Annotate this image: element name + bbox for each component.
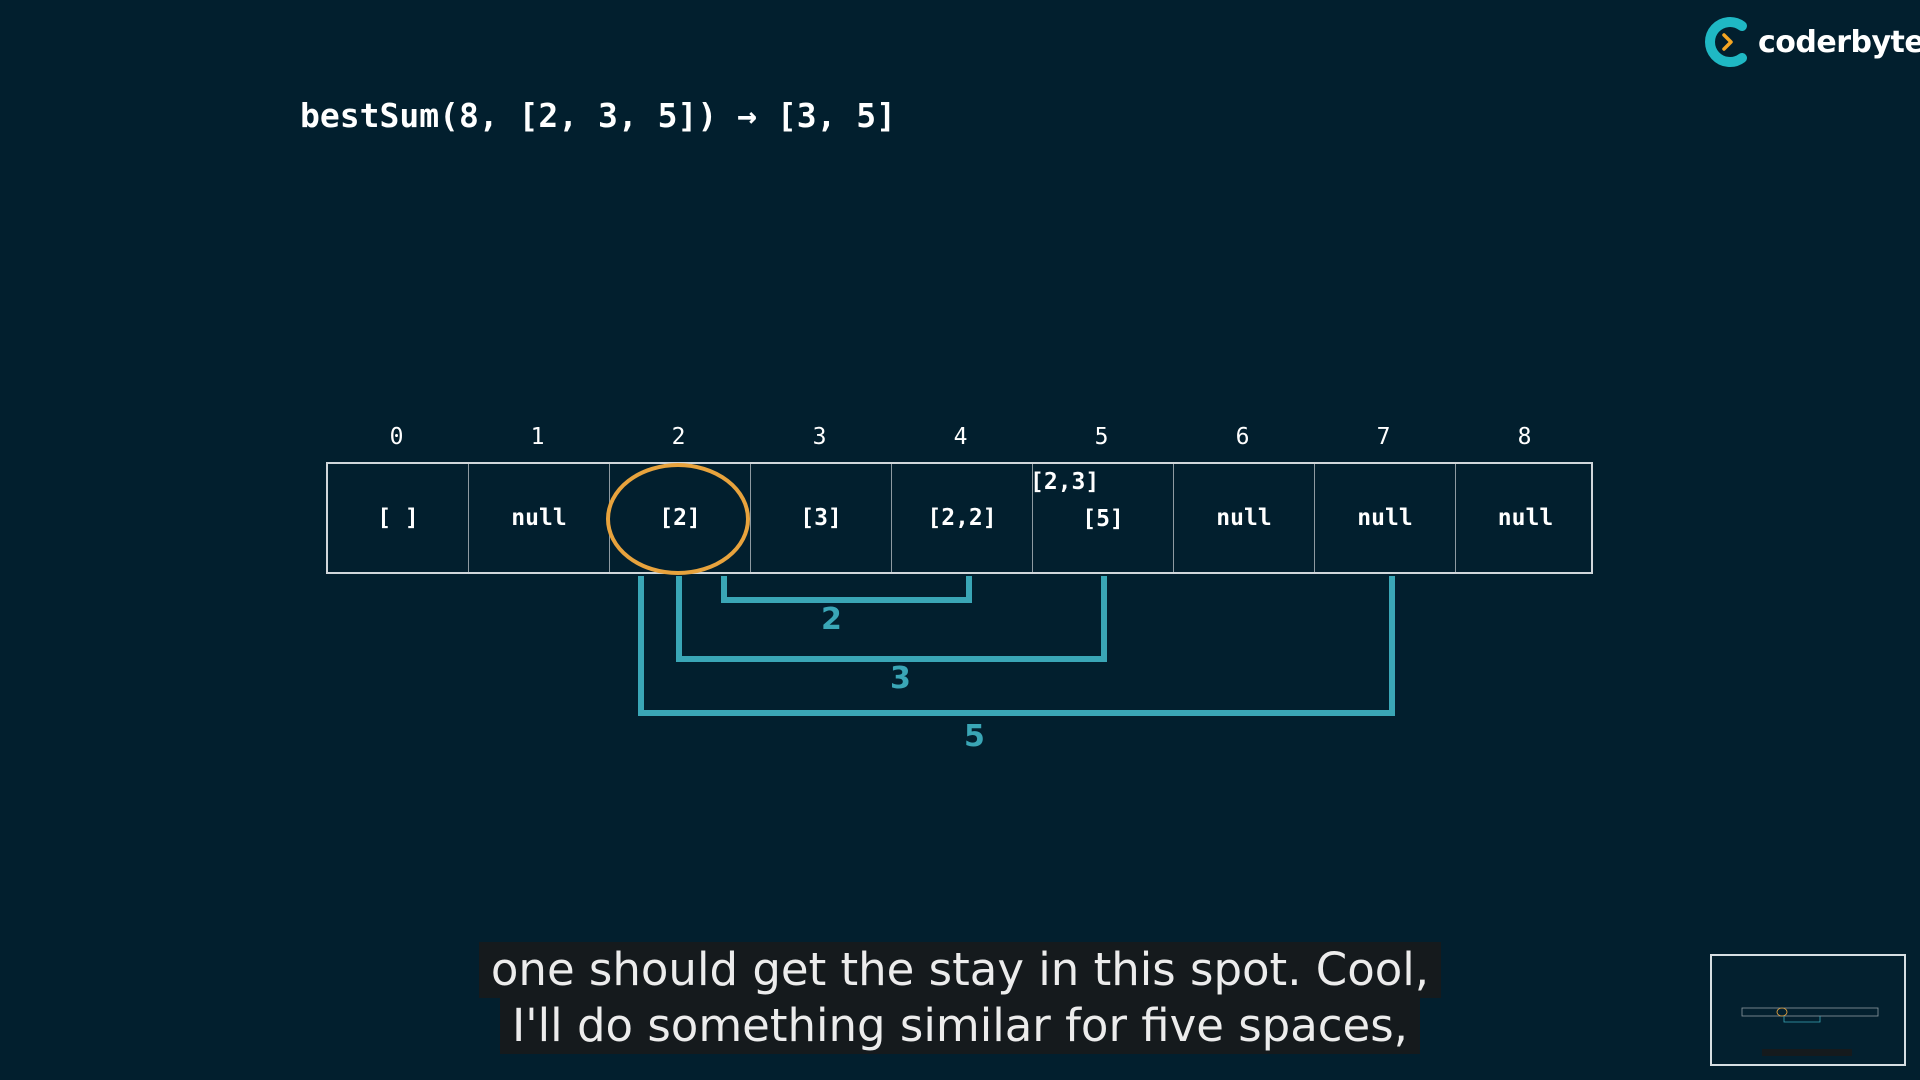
cell-value-8: null	[1497, 505, 1554, 531]
table-cell-1: null	[469, 464, 610, 572]
coderbyte-logo-icon	[1702, 16, 1754, 68]
index-label-6: 6	[1235, 424, 1250, 450]
index-label-4: 4	[953, 424, 968, 450]
cell-value-7: null	[1357, 505, 1413, 531]
cell-value-1: null	[511, 505, 567, 531]
table-cell-8: null	[1456, 464, 1595, 572]
index-label-3: 3	[812, 424, 827, 450]
table-cell-6: null	[1174, 464, 1315, 572]
video-preview-thumbnail[interactable]	[1710, 954, 1906, 1066]
overwritten-cell-value: [2,3]	[1030, 469, 1100, 495]
cell-value-0: [ ]	[377, 505, 419, 531]
memo-table: [ ] null [2] [3] [2,2] [5] null null null	[326, 462, 1593, 574]
index-label-2: 2	[671, 424, 686, 450]
index-label-0: 0	[389, 424, 404, 450]
table-cell-0: [ ]	[328, 464, 469, 572]
index-label-7: 7	[1376, 424, 1391, 450]
bracket-label-3: 3	[890, 661, 911, 696]
coderbyte-logo: coderbyte	[1702, 14, 1920, 70]
cell-value-2: [2]	[659, 505, 701, 531]
highlight-circle	[606, 463, 750, 575]
cell-value-4: [2,2]	[927, 505, 997, 531]
table-cell-4: [2,2]	[892, 464, 1033, 572]
formula-title: bestSum(8, [2, 3, 5]) → [3, 5]	[300, 96, 897, 135]
bracket-label-5: 5	[964, 719, 985, 754]
cell-value-3: [3]	[800, 505, 842, 531]
table-cell-5: [5]	[1033, 464, 1174, 572]
table-cell-7: null	[1315, 464, 1456, 572]
bracket-3	[676, 576, 1107, 662]
cell-value-6: null	[1216, 505, 1272, 531]
bracket-2	[721, 576, 972, 603]
subtitle-line-2: I'll do something similar for five space…	[500, 998, 1420, 1054]
bracket-label-2: 2	[821, 602, 842, 637]
table-cell-2: [2]	[610, 464, 751, 572]
bracket-5	[638, 576, 1395, 716]
index-label-5: 5	[1094, 424, 1109, 450]
subtitles: one should get the stay in this spot. Co…	[0, 942, 1920, 1054]
index-label-1: 1	[530, 424, 545, 450]
index-label-8: 8	[1517, 424, 1532, 450]
cell-value-5: [5]	[1082, 506, 1124, 532]
table-cell-3: [3]	[751, 464, 892, 572]
subtitle-line-1: one should get the stay in this spot. Co…	[478, 942, 1442, 998]
logo-text: coderbyte	[1758, 24, 1920, 60]
